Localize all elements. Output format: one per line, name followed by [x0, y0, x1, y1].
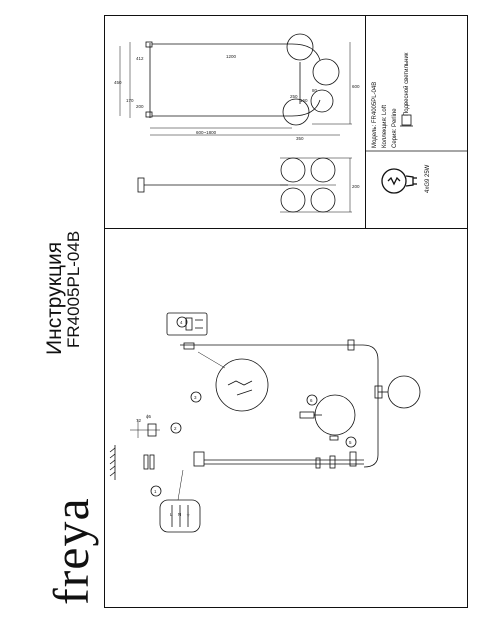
wiring-detail-box	[159, 499, 201, 533]
step-4-label: 4	[180, 320, 183, 325]
dim-height: 450	[114, 80, 122, 85]
side-view-drawing	[119, 33, 352, 136]
dim-length: 600~1800	[196, 130, 217, 135]
step-4-circle	[176, 316, 188, 328]
drill-detail	[130, 420, 160, 470]
front-view-drawing	[137, 157, 352, 213]
dim-hole: 72	[136, 418, 142, 423]
dim-rod: 1200	[226, 54, 237, 59]
dim-shade: 200	[352, 184, 360, 189]
step-3-label: 3	[194, 395, 197, 400]
step-2-label: 2	[174, 426, 177, 431]
step-1-label: 1	[154, 489, 157, 494]
ceiling-hatch	[109, 445, 116, 480]
wire-pe-label: ⏚	[186, 511, 191, 517]
dim-phi: ϕ5	[146, 414, 152, 419]
step-6-circle	[306, 394, 318, 406]
dim-depth: 350	[296, 136, 304, 141]
dim-drop: 170	[126, 98, 134, 103]
wire-l-label: L	[170, 512, 173, 517]
wire-n-label: N	[178, 512, 181, 517]
dim-mount: 160	[300, 98, 308, 103]
magnified-detail	[215, 358, 269, 412]
step-3-circle	[190, 391, 202, 403]
step-5-circle	[345, 436, 357, 448]
step-1-circle	[150, 485, 162, 497]
dim-arm2: 250	[290, 94, 298, 99]
bulb-icon	[381, 168, 417, 194]
step-6-label: 6	[310, 398, 313, 403]
dim-width: 200	[136, 104, 144, 109]
dim-arm: 412	[136, 56, 144, 61]
info-box	[365, 15, 468, 229]
dim-canopy: 80	[312, 88, 318, 93]
assembly-drawing	[180, 339, 421, 469]
step-5-label: 5	[349, 440, 352, 445]
dim-overall: 600	[352, 84, 360, 89]
step-4-detail-box	[166, 312, 208, 336]
ceiling-mount-icon	[400, 114, 413, 127]
step-2-circle	[170, 422, 182, 434]
